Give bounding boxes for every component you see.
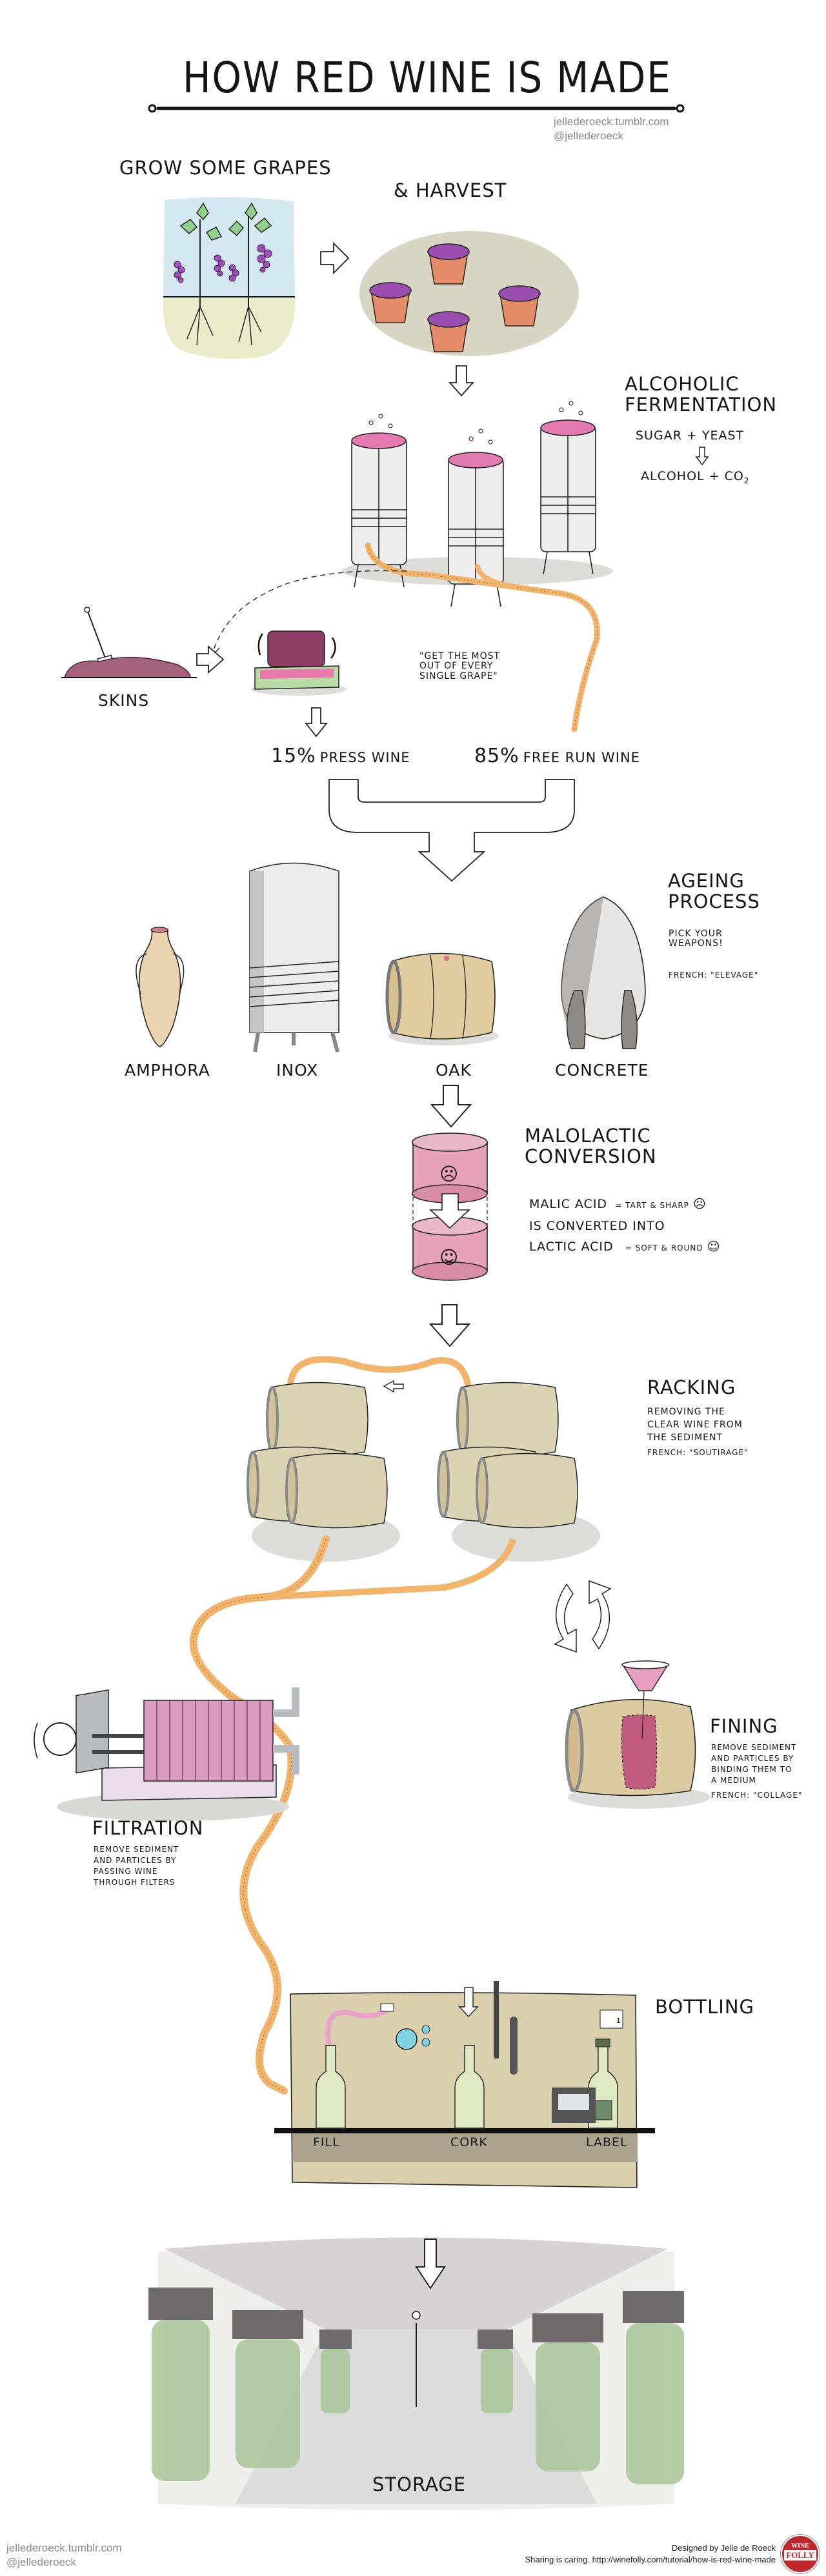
racking-desc-1: REMOVING THE — [647, 1407, 725, 1417]
harvest-label: & HARVEST — [394, 179, 507, 201]
filtration-desc-1: REMOVE SEDIMENT — [94, 1845, 179, 1854]
harvest-buckets-illustration — [359, 231, 579, 356]
malolactic-containers-illustration — [412, 1132, 488, 1281]
vessel-label-oak: OAK — [436, 1061, 472, 1080]
press-wine: 15% PRESS WINE — [271, 745, 410, 767]
storage-label: STORAGE — [372, 2473, 467, 2495]
wine-press-illustration — [251, 630, 347, 696]
fermentation-output: ALCOHOL + CO2 — [641, 469, 750, 485]
designed-by: Designed by Jelle de Roeck — [671, 2543, 776, 2553]
quote-line-1: "GET THE MOST — [419, 651, 501, 661]
arrow-right-icon — [196, 645, 225, 674]
filtration-title: FILTRATION — [92, 1817, 204, 1839]
fermentation-title-2: FERMENTATION — [625, 393, 778, 416]
arrow-right-icon — [320, 241, 350, 275]
fining-desc-2: AND PARTICLES BY — [711, 1754, 794, 1763]
filtration-desc-2: AND PARTICLES BY — [94, 1856, 177, 1865]
arrow-down-icon — [305, 707, 328, 738]
quote-line-3: SINGLE GRAPE" — [419, 670, 498, 681]
title-underline — [148, 104, 685, 113]
fining-desc-3: BINDING THEM TO — [711, 1765, 792, 1774]
inox-tank-illustration — [249, 862, 339, 1052]
fermentation-title-1: ALCOHOLIC — [625, 373, 740, 395]
sad-face-small-icon: ☹ — [693, 1197, 707, 1211]
page-title: HOW RED WINE IS MADE — [183, 53, 672, 103]
amphora-illustration — [136, 927, 185, 1047]
bottling-title: BOTTLING — [655, 1996, 755, 2018]
hose-free-run — [365, 542, 600, 732]
badge-line-2: FOLLY — [784, 2550, 816, 2561]
fermentation-input: SUGAR + YEAST — [636, 428, 745, 443]
badge-line-1: WINE — [791, 2542, 809, 2550]
racking-desc-3: THE SEDIMENT — [647, 1433, 723, 1443]
station-cork: CORK — [450, 2135, 488, 2149]
malolactic-title-2: CONVERSION — [525, 1145, 657, 1167]
ageing-subtitle-2: WEAPONS! — [669, 938, 723, 949]
ageing-french: FRENCH: "ELEVAGE" — [669, 971, 759, 980]
free-run-wine: 85% FREE RUN WINE — [474, 745, 640, 767]
arrow-down-icon — [415, 2239, 446, 2289]
malic-line: MALIC ACID = TART & SHARP ☹ — [529, 1197, 707, 1211]
ageing-title-2: PROCESS — [668, 890, 760, 912]
fining-french: FRENCH: "COLLAGE" — [711, 1791, 803, 1800]
happy-face-icon: ☺ — [439, 1247, 459, 1268]
footer-credit-site[interactable]: jellederoeck.tumblr.com — [6, 2542, 122, 2554]
cycle-arrows-icon — [554, 1580, 612, 1653]
quote-line-2: OUT OF EVERY — [419, 661, 494, 672]
fining-desc-1: REMOVE SEDIMENT — [711, 1743, 797, 1752]
fining-barrel-illustration — [565, 1660, 710, 1809]
fermentation-tanks-illustration — [342, 401, 613, 607]
storage-cellar-illustration — [148, 2237, 684, 2510]
converted-line: IS CONVERTED INTO — [529, 1219, 665, 1233]
station-label: LABEL — [586, 2135, 628, 2149]
racking-french: FRENCH: "SOUTIRAGE" — [647, 1448, 749, 1457]
concrete-egg-illustration — [561, 896, 646, 1049]
grow-label: GROW SOME GRAPES — [119, 157, 332, 179]
fining-title: FINING — [710, 1715, 778, 1737]
fining-desc-4: A MEDIUM — [711, 1776, 756, 1785]
ageing-subtitle-1: PICK YOUR — [669, 929, 723, 939]
filtration-desc-3: PASSING WINE — [94, 1867, 158, 1876]
sharing-link[interactable]: Sharing is caring. http://winefolly.com/… — [525, 2555, 776, 2564]
station-fill: FILL — [313, 2135, 340, 2149]
racking-desc-2: CLEAR WINE FROM — [647, 1420, 743, 1430]
skins-pile-illustration — [61, 607, 197, 678]
filter-press-illustration — [34, 1687, 299, 1821]
sad-face-icon: ☹ — [439, 1163, 459, 1185]
vessel-label-concrete: CONCRETE — [555, 1061, 649, 1080]
bucket — [369, 243, 541, 352]
credit-site[interactable]: jellederoeck.tumblr.com — [554, 116, 669, 128]
merge-arrow-icon — [328, 779, 575, 882]
racking-title: RACKING — [647, 1376, 736, 1398]
vineyard-illustration — [163, 197, 296, 359]
arrow-down-icon — [428, 1304, 471, 1347]
credit-handle[interactable]: @jellederoeck — [554, 130, 623, 143]
malolactic-title-1: MALOLACTIC — [525, 1125, 651, 1147]
bottling-machine-illustration: 1 — [274, 1981, 655, 2188]
bottle-counter: 1 — [616, 2017, 621, 2025]
lactic-line: LACTIC ACID = SOFT & ROUND ☺ — [529, 1240, 721, 1254]
arrow-down-icon — [448, 365, 475, 397]
vessel-label-amphora: AMPHORA — [125, 1061, 210, 1080]
happy-face-small-icon: ☺ — [707, 1240, 721, 1254]
arrow-down-icon — [430, 1085, 472, 1128]
footer-credit-handle[interactable]: @jellederoeck — [6, 2556, 76, 2569]
oak-barrel-illustration — [385, 952, 498, 1045]
filtration-desc-4: THROUGH FILTERS — [94, 1878, 176, 1887]
wine-folly-badge[interactable]: WINE FOLLY — [781, 2535, 820, 2573]
skins-label: SKINS — [98, 691, 150, 710]
vessel-label-inox: INOX — [276, 1061, 319, 1080]
arrow-down-small-icon — [695, 447, 709, 466]
ageing-title-1: AGEING — [668, 870, 745, 892]
racking-barrels-illustration — [247, 1356, 600, 1562]
